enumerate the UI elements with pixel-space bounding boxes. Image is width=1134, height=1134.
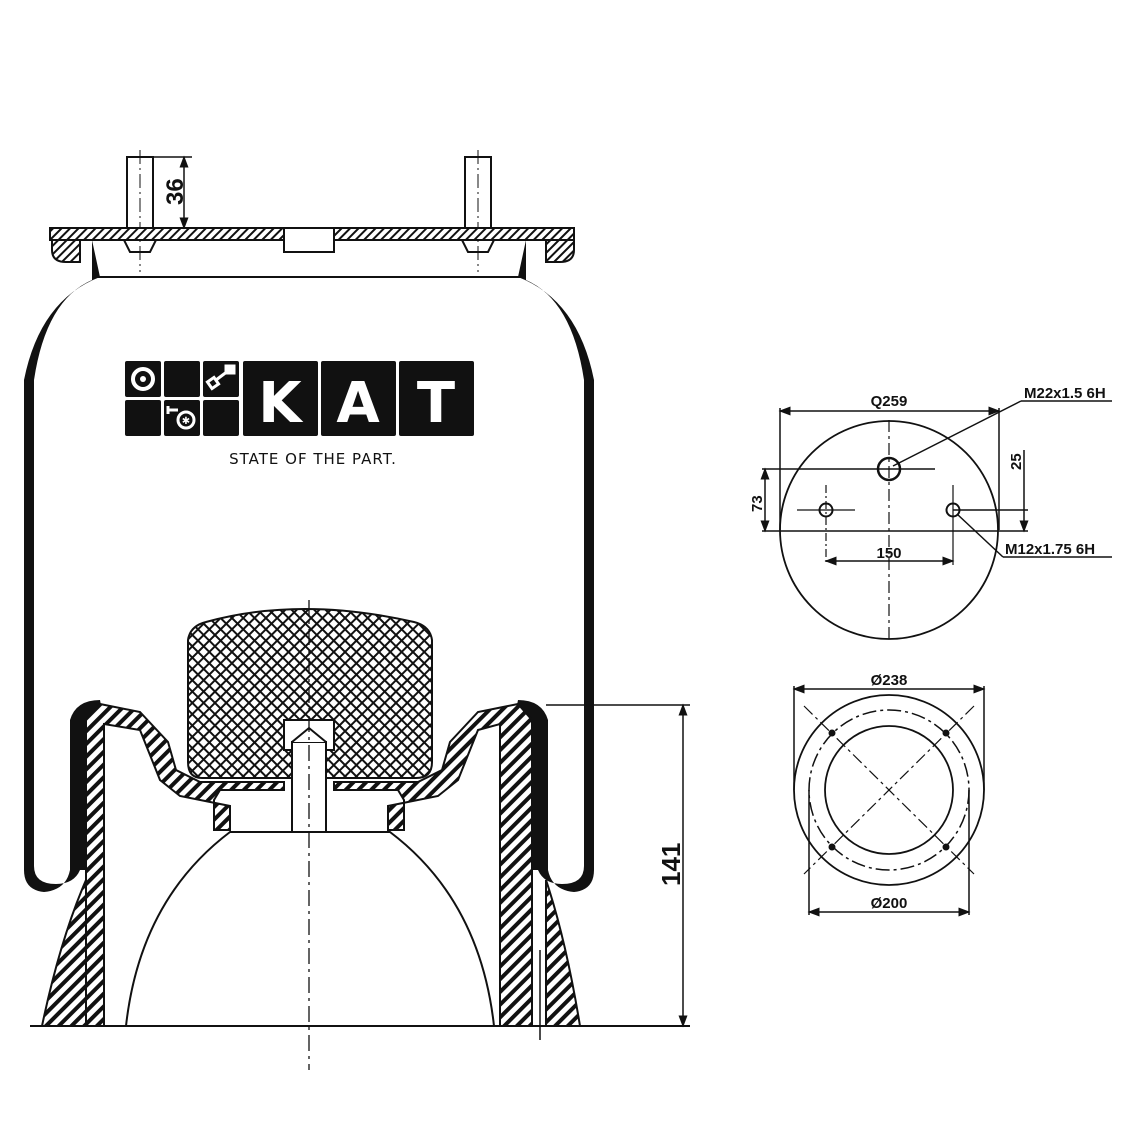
center-hole-thread-label: M22x1.5 6H	[1024, 385, 1106, 402]
stud-left	[120, 150, 160, 272]
piston-wall-left	[85, 702, 285, 1027]
stud-right	[458, 150, 498, 272]
inner-cone	[125, 831, 495, 1027]
brake-disc-icon	[131, 367, 155, 391]
logo-letter-k: K	[258, 371, 304, 436]
bump-stop	[187, 608, 433, 779]
side-section-view	[24, 150, 690, 1070]
stud-length-label: 36	[162, 178, 189, 205]
dim-stud-length	[153, 155, 192, 230]
piston-base-left	[40, 879, 87, 1027]
stud-spacing-label: 150	[876, 545, 901, 562]
svg-text:✱: ✱	[182, 416, 190, 427]
top-plate-view	[760, 400, 1112, 640]
bolt-circle-diameter-label: Ø200	[871, 895, 908, 912]
logo-letter-a: A	[336, 371, 380, 436]
bellows-right	[514, 240, 594, 892]
logo-letter-t: T	[417, 371, 455, 436]
stud-offset-label: 25	[1008, 453, 1025, 470]
piston-icon	[205, 364, 236, 391]
bottom-piston-view	[792, 684, 986, 917]
plate-diameter-label: Q259	[871, 393, 908, 410]
outer-diameter-label: Ø238	[871, 672, 908, 689]
piston-height-label: 141	[656, 843, 686, 886]
turbocharger-icon: ✱	[166, 406, 196, 430]
piston-inner-circle	[824, 725, 954, 855]
kat-logo: ✱ K A T STATE OF THE PART.	[125, 361, 474, 468]
bellows-left	[24, 240, 104, 892]
center-to-edge-label: 73	[749, 495, 766, 512]
piston-base-right	[545, 879, 582, 1027]
piston-wall-right	[333, 702, 533, 1027]
dim-piston-height	[546, 703, 690, 1028]
logo-tagline: STATE OF THE PART.	[229, 450, 397, 468]
stud-thread-label: M12x1.75 6H	[1005, 541, 1095, 558]
